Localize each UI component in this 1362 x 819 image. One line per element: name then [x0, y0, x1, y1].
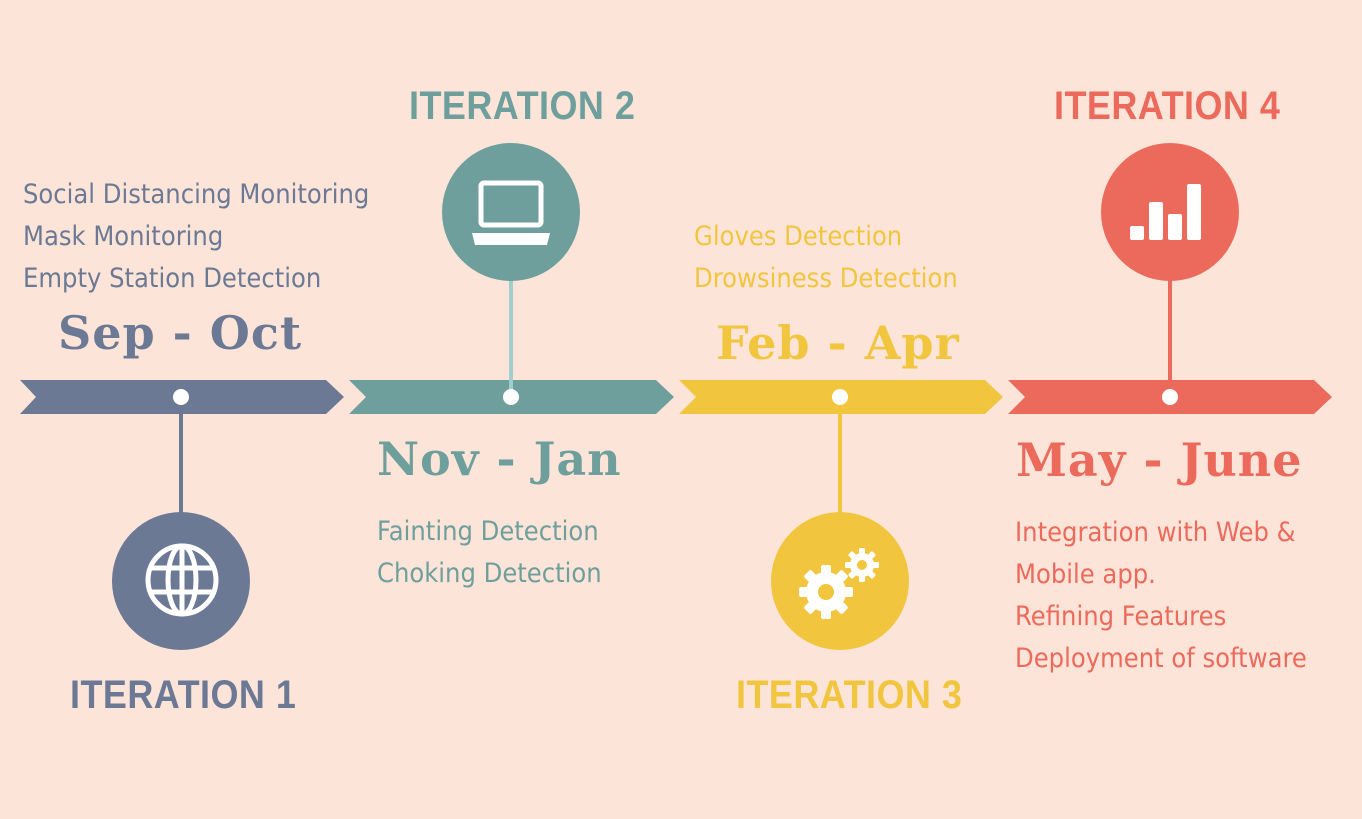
feature-item: Social Distancing Monitoring — [23, 179, 370, 210]
iteration-3-title: ITERATION 3 — [736, 673, 963, 717]
feature-item: Drowsiness Detection — [694, 263, 958, 294]
iteration-2-period: Nov - Jan — [377, 432, 622, 486]
timeline-dot-1 — [173, 389, 189, 405]
iteration-4-period: May - June — [1016, 433, 1303, 487]
iteration-2-title: ITERATION 2 — [409, 84, 636, 128]
laptop-icon — [442, 143, 580, 281]
feature-item: Refining Features — [1015, 601, 1227, 632]
feature-item: Mobile app. — [1015, 559, 1156, 590]
timeline-dot-3 — [832, 389, 848, 405]
iteration-1-features: Social Distancing Monitoring Mask Monito… — [23, 174, 369, 300]
bar-chart-icon — [1101, 143, 1239, 281]
globe-icon — [112, 512, 250, 650]
timeline-dot-4 — [1162, 389, 1178, 405]
iteration-3-features: Gloves Detection Drowsiness Detection — [694, 216, 958, 300]
feature-item: Deployment of software — [1015, 643, 1307, 674]
gears-icon — [771, 512, 909, 650]
iteration-4-features: Integration with Web & Mobile app. Refin… — [1015, 512, 1307, 680]
iteration-2-features: Fainting Detection Choking Detection — [377, 511, 602, 595]
iteration-4-title: ITERATION 4 — [1054, 84, 1281, 128]
feature-item: Mask Monitoring — [23, 221, 224, 252]
feature-item: Gloves Detection — [694, 221, 903, 252]
feature-item: Fainting Detection — [377, 516, 599, 547]
feature-item: Choking Detection — [377, 558, 602, 589]
feature-item: Empty Station Detection — [23, 263, 322, 294]
feature-item: Integration with Web & — [1015, 517, 1296, 548]
iteration-1-title: ITERATION 1 — [70, 673, 297, 717]
iteration-3-period: Feb - Apr — [716, 316, 960, 370]
iteration-1-period: Sep - Oct — [58, 306, 303, 360]
timeline-dot-2 — [503, 389, 519, 405]
